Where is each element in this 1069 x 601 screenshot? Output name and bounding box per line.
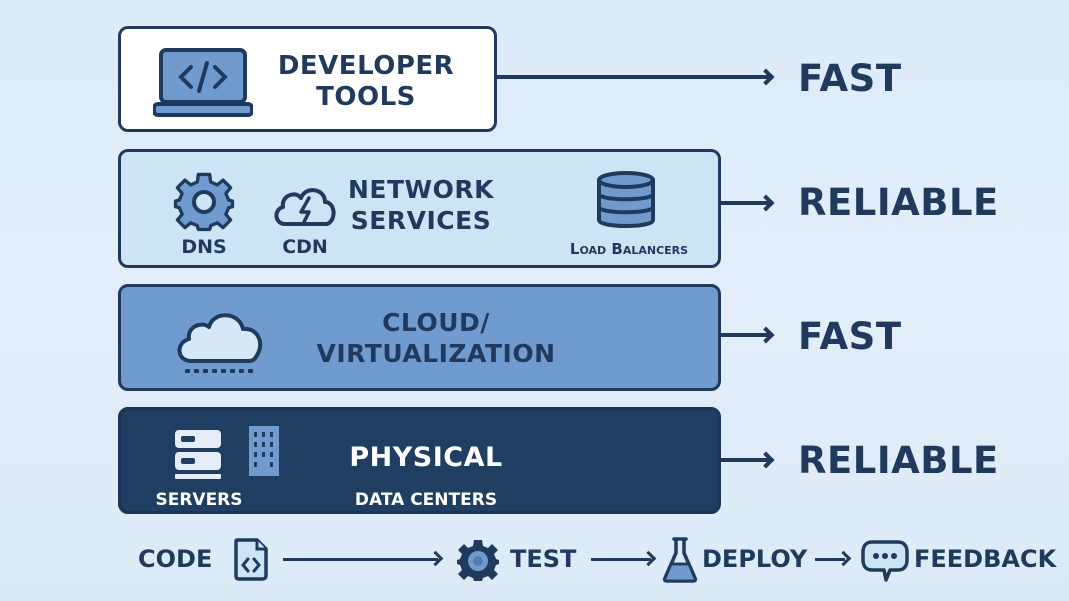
layer-title-line2: TOOLS [316, 82, 416, 112]
component-label-cdn: CDN [282, 236, 328, 258]
arrowhead-icon [757, 326, 775, 344]
pipeline-step-test: TEST [510, 545, 577, 573]
quality-label: FAST [798, 57, 902, 100]
flask-icon [662, 537, 698, 583]
cloud-icon [177, 313, 263, 373]
chat-bubble-icon [861, 540, 909, 582]
arrowhead-icon [835, 550, 852, 567]
connector-arrow [721, 333, 769, 337]
layer-title-line2: SERVICES [350, 206, 492, 235]
pipeline-step-deploy: DEPLOY [702, 545, 808, 573]
connector-arrow [721, 458, 769, 462]
building-icon [249, 426, 279, 476]
layer-title-line1: CLOUD/ [382, 308, 490, 337]
arrowhead-icon [640, 550, 657, 567]
pipeline-step-feedback: FEEDBACK [914, 545, 1057, 573]
arrowhead-icon [757, 68, 775, 86]
layer-title-line1: PHYSICAL [349, 442, 503, 473]
layer-network-services: DNS CDN NETWORK SERVICES Load Balancers [118, 149, 721, 268]
layer-title-line1: DEVELOPER [277, 51, 455, 81]
connector-arrow [721, 201, 769, 205]
arrowhead-icon [427, 550, 444, 567]
gear-icon [173, 172, 235, 232]
layer-developer-tools: DEVELOPER TOOLS [118, 26, 497, 132]
component-label-servers: SERVERS [155, 490, 243, 510]
database-icon [597, 171, 655, 228]
component-label-data-centers: DATA CENTERS [354, 490, 498, 510]
layer-cloud-virtualization: CLOUD/ VIRTUALIZATION [118, 284, 721, 391]
component-label-load-balancers: Load Balancers [569, 240, 689, 258]
quality-label: RELIABLE [798, 181, 999, 224]
laptop-code-icon [153, 48, 253, 117]
arrowhead-icon [757, 451, 775, 469]
pipeline-arrow [591, 558, 651, 561]
pipeline-step-code: CODE [138, 545, 213, 573]
connector-arrow [497, 75, 769, 79]
code-file-icon [234, 538, 268, 581]
layer-physical: SERVERS DATA CENTERS PHYSICAL [118, 407, 721, 514]
pipeline-arrow [283, 558, 438, 561]
component-label-dns: DNS [181, 236, 227, 258]
pipeline-arrow [815, 558, 845, 561]
arrowhead-icon [757, 194, 775, 212]
quality-label: RELIABLE [798, 439, 999, 482]
quality-label: FAST [798, 315, 902, 358]
server-icon [175, 430, 221, 479]
layer-title-line1: NETWORK [347, 175, 494, 204]
gear-icon [457, 540, 499, 581]
layer-title-line2: VIRTUALIZATION [316, 339, 556, 368]
cloud-lightning-icon [274, 188, 336, 226]
